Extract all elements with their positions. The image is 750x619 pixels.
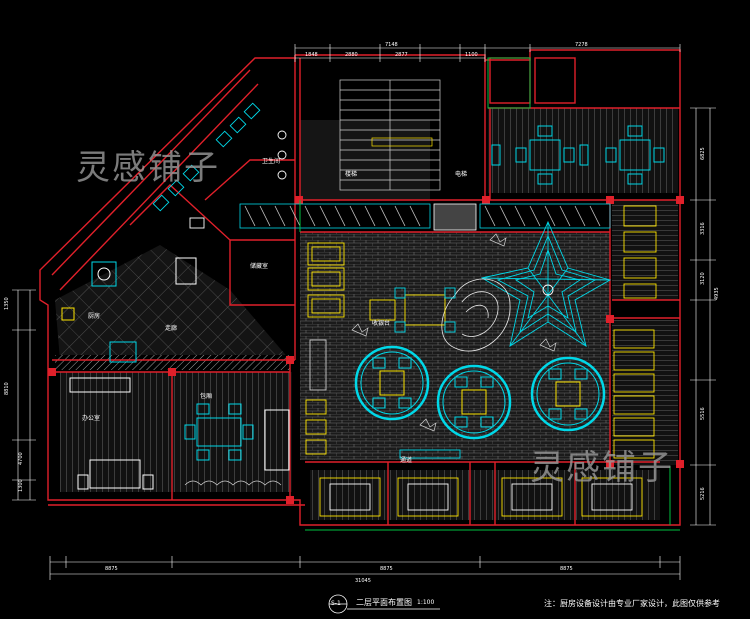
green-lines xyxy=(299,57,680,531)
square-tables-center xyxy=(369,287,456,333)
kitchen-fixtures xyxy=(61,257,197,363)
dim-right-1: 6825 xyxy=(700,147,706,160)
dim-bottom-2: 8875 xyxy=(380,566,393,572)
label-cashier: 收银台 xyxy=(372,319,390,327)
dim-top-5: 2877 xyxy=(395,52,408,58)
dim-top-3: 1848 xyxy=(305,52,318,58)
columns xyxy=(48,196,684,504)
dim-left-3: 4700 xyxy=(18,452,24,465)
label-elevator: 电梯 xyxy=(455,170,467,178)
drawing-note: 注：厨房设备设计由专业厂家设计，此图仅供参考 xyxy=(544,599,720,608)
dim-right-6: 5216 xyxy=(700,487,706,500)
plants xyxy=(184,233,557,486)
drawing-title: 二层平面布置图 xyxy=(356,598,412,607)
round-dining-tables xyxy=(354,345,606,440)
dim-right-4: 5516 xyxy=(700,407,706,420)
label-office: 办公室 xyxy=(82,414,100,422)
walls xyxy=(39,49,681,526)
bottom-left-room-furniture xyxy=(69,377,290,490)
label-passage: 走廊 xyxy=(165,324,177,332)
label-stairs: 楼梯 xyxy=(345,170,357,178)
dim-right-2: 3316 xyxy=(700,222,706,235)
dim-left-4: 1300 xyxy=(18,479,24,492)
dim-left-2: 8810 xyxy=(4,382,10,395)
watermark-right: 灵感铺子 xyxy=(530,448,674,488)
decorative-sculpture xyxy=(441,278,511,352)
dim-top-2: 7278 xyxy=(575,42,588,48)
wc-fixtures xyxy=(152,102,287,229)
round-table-3 xyxy=(530,356,606,432)
dim-left-1: 1350 xyxy=(4,297,10,310)
floor-finishes xyxy=(55,108,678,520)
dim-bottom-1: 8875 xyxy=(105,566,118,572)
dimension-lines xyxy=(12,44,716,580)
hall-booths-left xyxy=(305,242,345,455)
dimension-numbers: 7148 7278 1848 2880 2877 1100 8875 8875 … xyxy=(4,42,720,584)
label-kitchen: 厨房 xyxy=(88,312,100,320)
drawing-title-symbol xyxy=(328,594,440,614)
dim-right-3: 3120 xyxy=(700,272,706,285)
private-room-tables-bottom xyxy=(319,449,643,517)
dim-right-5: 4935 xyxy=(714,287,720,300)
staircase xyxy=(339,79,441,191)
room-labels: 厨房 走廊 电梯 楼梯 卫生间 办公室 包厢 收银台 储藏室 通道 xyxy=(82,157,467,464)
watermark-left: 灵感铺子 xyxy=(76,148,220,188)
dim-top-1: 7148 xyxy=(385,42,398,48)
right-booths xyxy=(613,205,657,459)
round-table-1 xyxy=(354,345,430,421)
round-table-2 xyxy=(436,364,512,440)
dim-top-4: 2880 xyxy=(345,52,358,58)
drawing-number: S-1 xyxy=(331,600,341,607)
label-storage: 储藏室 xyxy=(250,262,268,270)
label-corridor: 通道 xyxy=(400,456,412,464)
label-wc: 卫生间 xyxy=(262,157,280,165)
drawing-scale: 1:100 xyxy=(417,599,435,606)
dim-top-6: 1100 xyxy=(465,52,478,58)
star-canopy xyxy=(480,220,612,347)
dim-bottom-3: 8875 xyxy=(560,566,573,572)
dim-bottom-total: 31045 xyxy=(355,578,371,584)
private-room-tables-top xyxy=(491,125,665,185)
label-private-room: 包厢 xyxy=(200,392,212,400)
